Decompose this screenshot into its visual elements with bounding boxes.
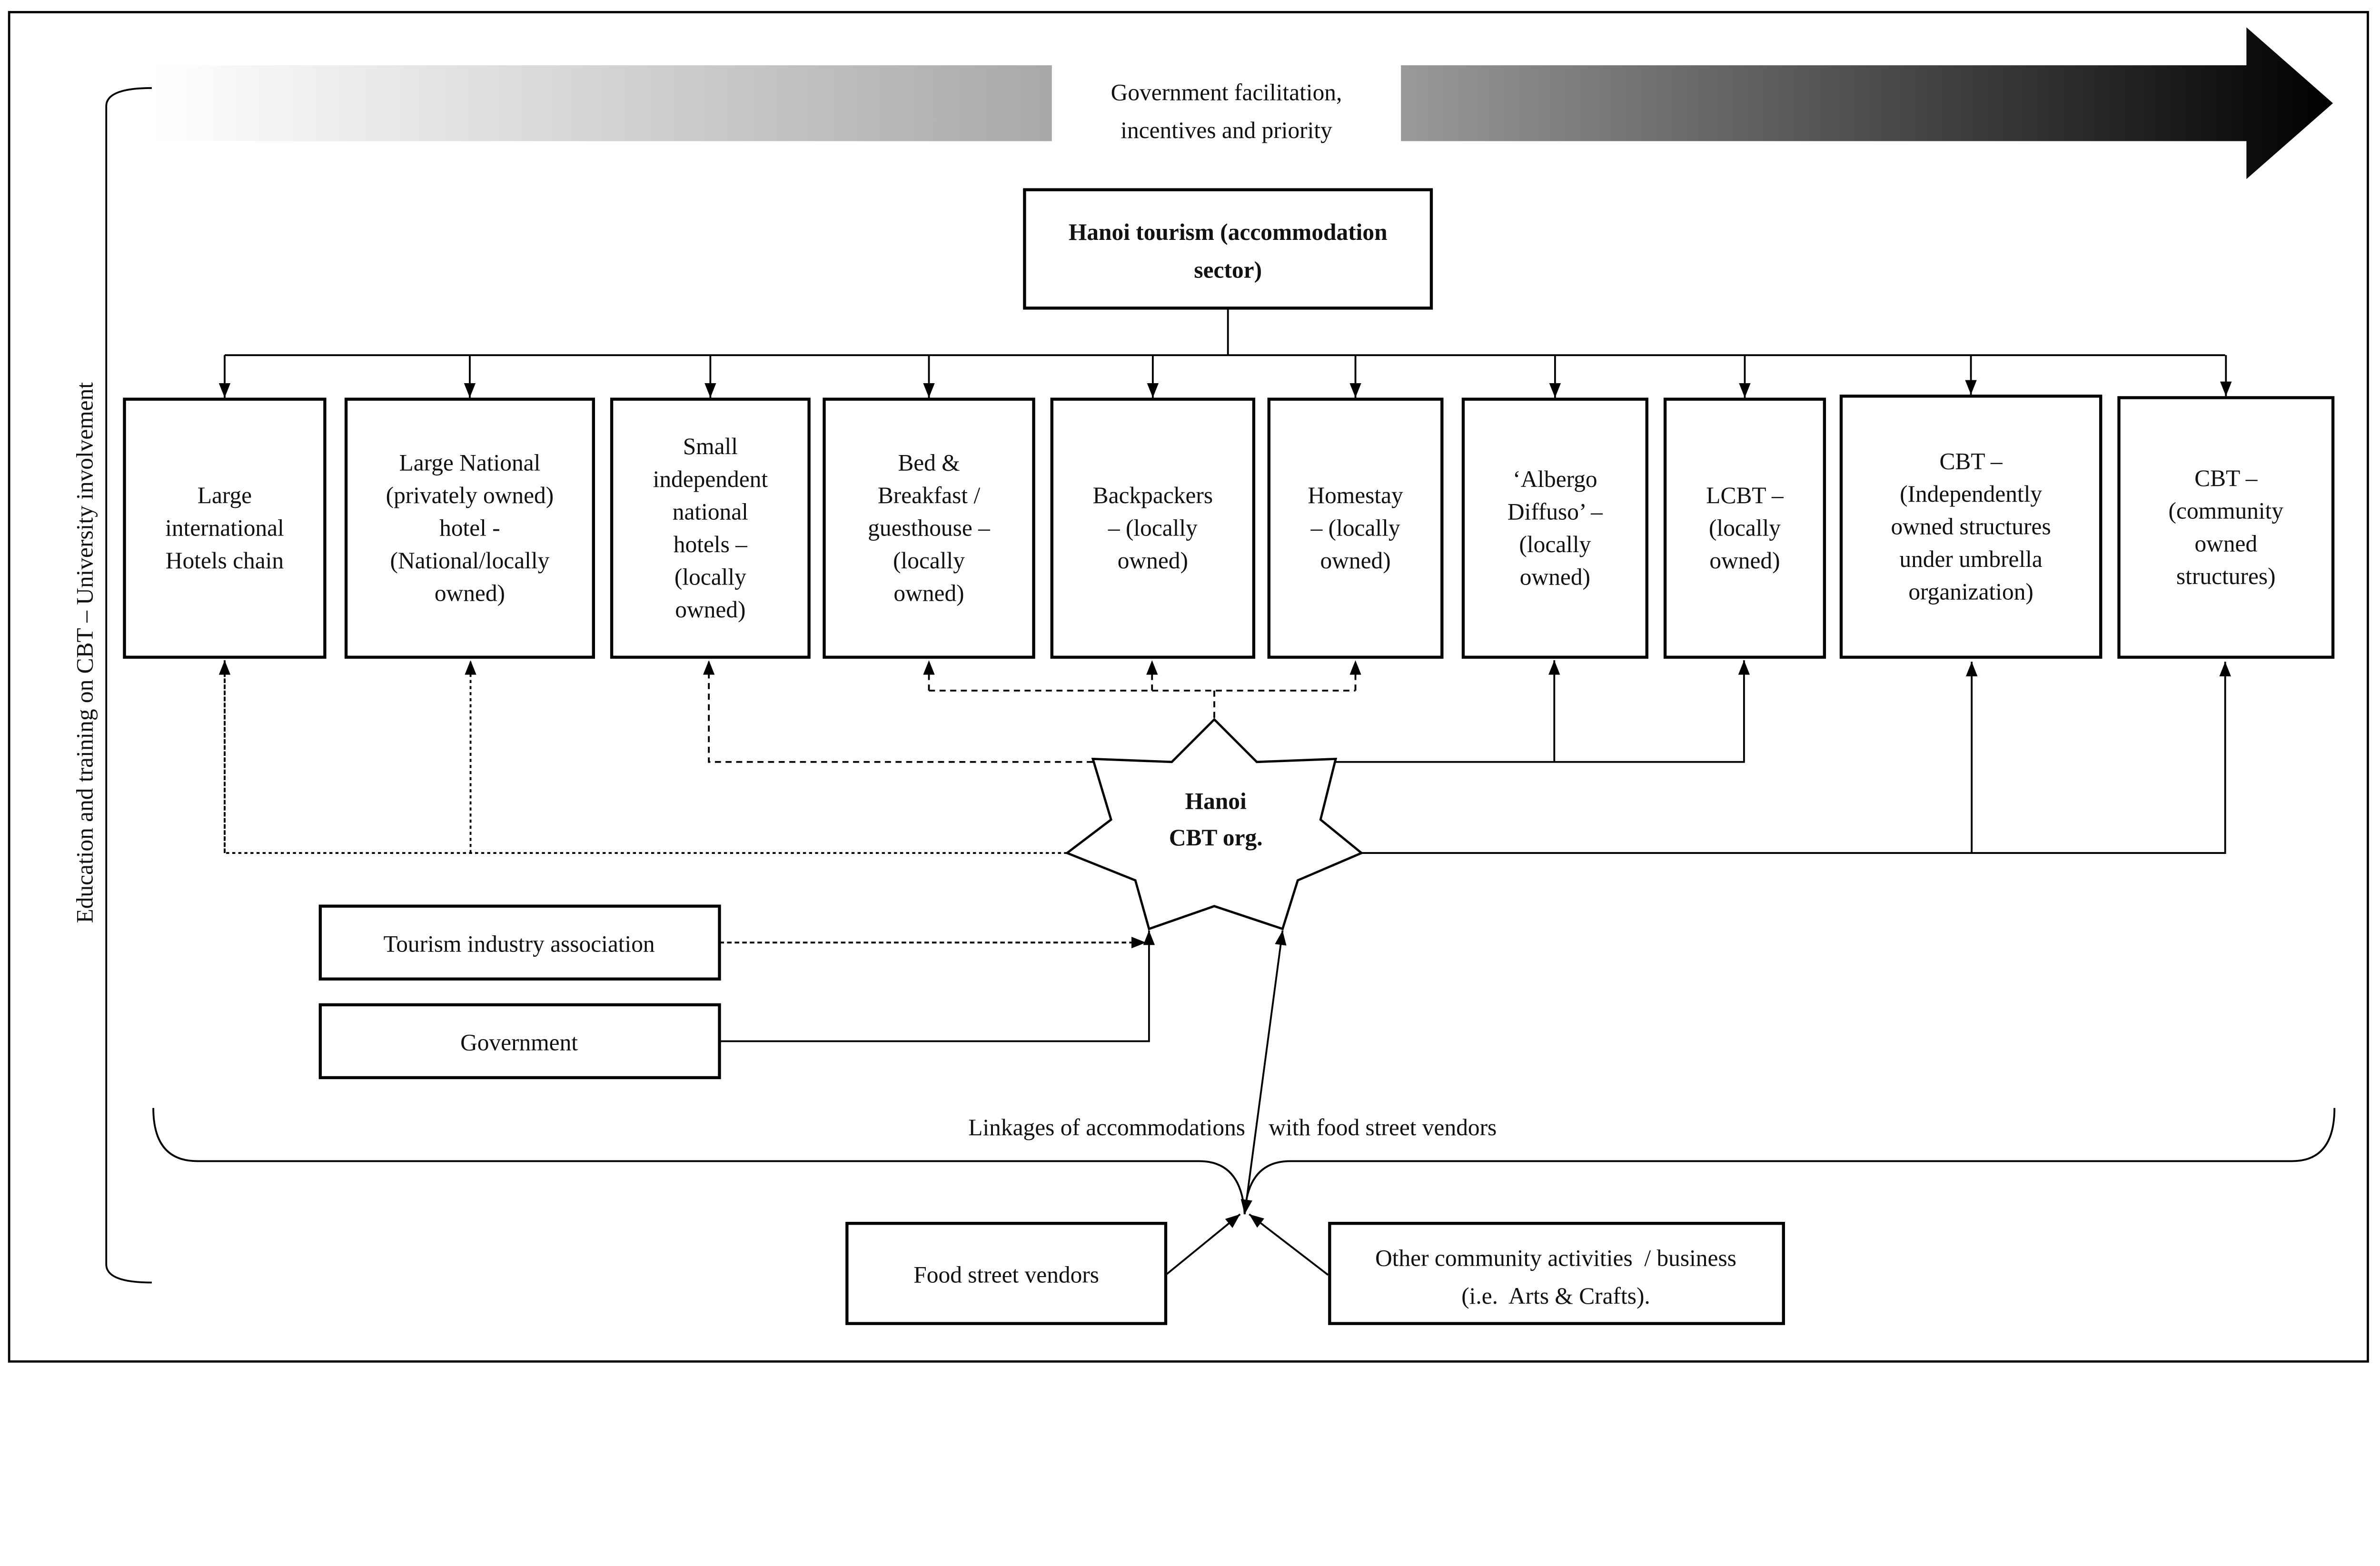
- category-label: (Independently: [1900, 481, 2042, 507]
- category-label: international: [165, 515, 284, 541]
- side-label: Education and training on CBT – Universi…: [72, 382, 98, 923]
- category-label: organization): [1908, 579, 2033, 605]
- category-box-frame: [823, 397, 1035, 659]
- category-box-frame: [123, 397, 327, 659]
- other-activities-node: Other community activities / business (i…: [1328, 1221, 1785, 1325]
- category-box-frame: [1461, 397, 1649, 659]
- hub-label-1: Hanoi: [1185, 788, 1247, 814]
- root-node: Hanoi tourism (accommodation sector): [1023, 188, 1433, 310]
- category-label: Large: [198, 482, 252, 508]
- linkages-label: Linkages of accommodations with food str…: [968, 1114, 1497, 1140]
- hub-star: Hanoi CBT org.: [1064, 718, 1364, 931]
- category-label: – (locally: [1108, 515, 1198, 541]
- government-label: Government: [460, 1030, 578, 1056]
- category-label: (locally: [893, 547, 965, 574]
- category-label: Diffuso’ –: [1507, 498, 1603, 525]
- category-box: Large National (privately owned) hotel - (N…: [344, 355, 595, 659]
- government-node: Government: [318, 1003, 721, 1080]
- category-label: Breakfast /: [878, 482, 981, 508]
- category-label: LCBT –: [1706, 482, 1784, 508]
- category-box-frame: [1663, 397, 1826, 659]
- category-box-frame: [344, 397, 595, 659]
- category-label: Homestay: [1308, 482, 1403, 508]
- government-link: [719, 930, 1155, 1042]
- category-label: (locally: [674, 564, 746, 590]
- category-label: (National/locally: [390, 547, 550, 574]
- food-vendors-arrow: [1165, 1213, 1241, 1276]
- category-label: owned): [1320, 547, 1390, 574]
- category-label: hotels –: [674, 531, 748, 557]
- other-activities-arrow: [1249, 1213, 1329, 1276]
- category-label: under umbrella: [1899, 546, 2043, 572]
- dashed-link: [703, 660, 1093, 763]
- category-label: Hotels chain: [166, 547, 284, 574]
- dashed-link: [929, 689, 1356, 720]
- thick-link: [1361, 662, 2231, 854]
- root-label-1: Hanoi tourism (accommodation: [1069, 219, 1388, 245]
- category-label: CBT –: [1939, 448, 2003, 474]
- category-box-frame: [610, 397, 811, 659]
- category-label: Large National: [399, 450, 541, 476]
- category-box: CBT – (community owned structures): [2117, 355, 2335, 659]
- tourism-association-node: Tourism industry association: [318, 904, 721, 981]
- category-label: guesthouse –: [868, 515, 991, 541]
- category-label: owned): [435, 580, 505, 606]
- root-label-2: sector): [1194, 257, 1262, 283]
- left-bracket: [105, 87, 152, 1284]
- category-box: LCBT – (locally owned): [1663, 355, 1826, 659]
- category-label: owned): [675, 596, 745, 623]
- food-vendors-node: Food street vendors: [845, 1221, 1168, 1325]
- government-facilitation-arrow: Government facilitation, incentives and …: [151, 27, 2333, 179]
- hub-links: [218, 660, 2231, 854]
- food-vendors-label: Food street vendors: [913, 1262, 1099, 1288]
- category-label: owned): [1520, 564, 1590, 590]
- category-label: structures): [2176, 563, 2276, 589]
- category-box-frame: [1267, 397, 1444, 659]
- other-activities-label-2: (i.e. Arts & Crafts).: [1461, 1283, 1650, 1309]
- category-box: Backpackers – (locally owned): [1050, 355, 1256, 659]
- banner-text-2: incentives and priority: [1121, 117, 1332, 143]
- category-box: Homestay – (locally owned): [1267, 355, 1444, 659]
- category-label: ‘Albergo: [1513, 466, 1597, 492]
- banner-text-1: Government facilitation,: [1111, 79, 1342, 105]
- category-label: owned): [1118, 547, 1188, 574]
- dotted-link: [224, 660, 1067, 854]
- category-label: Bed &: [898, 450, 960, 476]
- root-connector: [224, 308, 2225, 357]
- solid-link: [1336, 660, 1750, 763]
- outer-border: [8, 11, 2369, 1363]
- diagram: Government facilitation, incentives and …: [8, 11, 2369, 1363]
- category-box: Bed & Breakfast / guesthouse – (locally owne…: [823, 355, 1035, 659]
- category-label: national: [673, 498, 748, 525]
- category-label: owned): [893, 580, 964, 606]
- category-box-frame: [2117, 396, 2335, 659]
- category-label: owned): [1709, 547, 1780, 574]
- category-label: hotel -: [439, 515, 500, 541]
- category-label: (locally: [1709, 515, 1781, 541]
- category-label: owned structures: [1891, 513, 2051, 539]
- category-label: (privately owned): [386, 482, 554, 508]
- category-box: Small independent national hotels – (locally…: [610, 355, 811, 659]
- category-label: independent: [653, 466, 768, 492]
- category-box-frame: [1050, 397, 1256, 659]
- category-box: CBT – (Independently owned structures under…: [1839, 355, 2102, 659]
- category-label: Backpackers: [1093, 482, 1213, 508]
- category-box-frame: [1839, 395, 2102, 659]
- category-label: (community: [2169, 498, 2284, 524]
- hub-label-2: CBT org.: [1169, 824, 1263, 851]
- category-label: Small: [683, 433, 738, 459]
- tourism-association-label: Tourism industry association: [383, 931, 654, 957]
- category-label: owned: [2194, 530, 2257, 556]
- vendor-hub-link: [1240, 930, 1287, 1215]
- other-activities-label-1: Other community activities / business: [1375, 1245, 1736, 1271]
- category-label: CBT –: [2194, 465, 2258, 491]
- category-label: – (locally: [1310, 515, 1400, 541]
- linkages-brace: [152, 1108, 2336, 1215]
- category-label: (locally: [1519, 531, 1591, 557]
